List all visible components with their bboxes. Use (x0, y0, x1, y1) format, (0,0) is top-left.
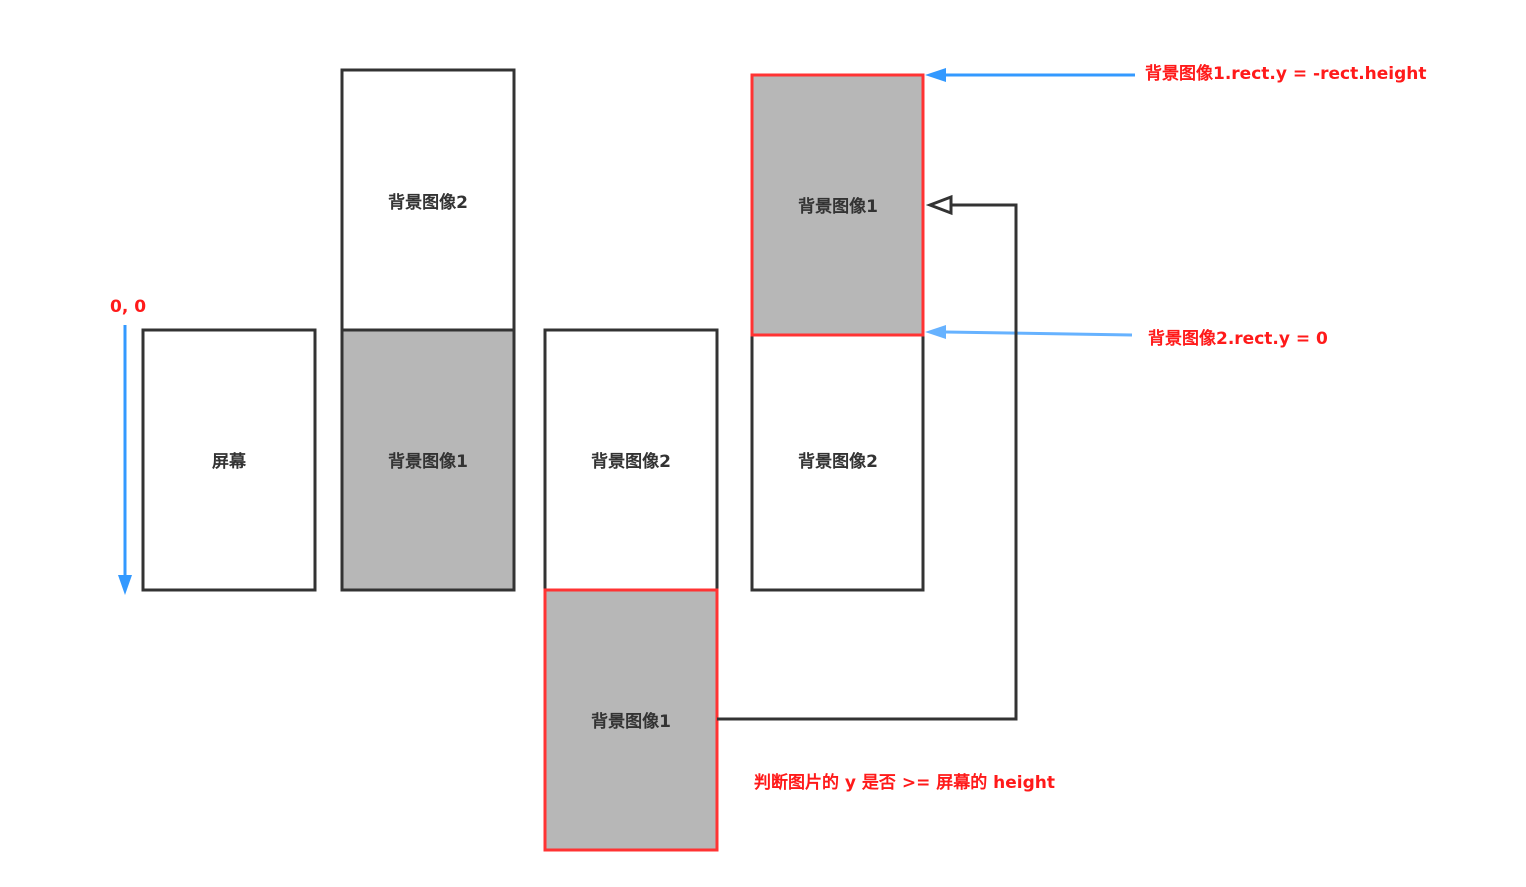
origin-label: 0, 0 (110, 297, 146, 317)
bg2-box-col3 (750, 333, 925, 592)
bg2-box-col2 (543, 328, 719, 592)
bg1-box-col1 (340, 328, 516, 592)
screen-box (141, 328, 317, 592)
bg2-y-annotation: 背景图像2.rect.y = 0 (1148, 328, 1328, 349)
bg1-label-col1: 背景图像1 (388, 451, 468, 472)
bg2-box-col1 (340, 68, 516, 332)
y-axis-arrowhead-icon (118, 575, 132, 595)
reset-arrowhead-icon (925, 194, 953, 216)
bg1-label-col2: 背景图像1 (591, 711, 671, 732)
bg2-label-col3: 背景图像2 (798, 451, 878, 472)
bg2-y-arrow (944, 330, 1133, 337)
bg1-y-annotation: 背景图像1.rect.y = -rect.height (1145, 63, 1427, 84)
bg1-label-col3: 背景图像1 (798, 196, 878, 217)
bg1-box-col3 (750, 73, 925, 337)
bg2-label-col1: 背景图像2 (388, 192, 468, 213)
reset-connector (717, 203, 1018, 721)
bg2-label-col2: 背景图像2 (591, 451, 671, 472)
condition-annotation: 判断图片的 y 是否 >= 屏幕的 height (754, 772, 1055, 793)
bg1-y-arrowhead-icon (925, 68, 946, 82)
bg2-y-arrowhead-icon (925, 325, 946, 339)
screen-label: 屏幕 (212, 451, 247, 472)
